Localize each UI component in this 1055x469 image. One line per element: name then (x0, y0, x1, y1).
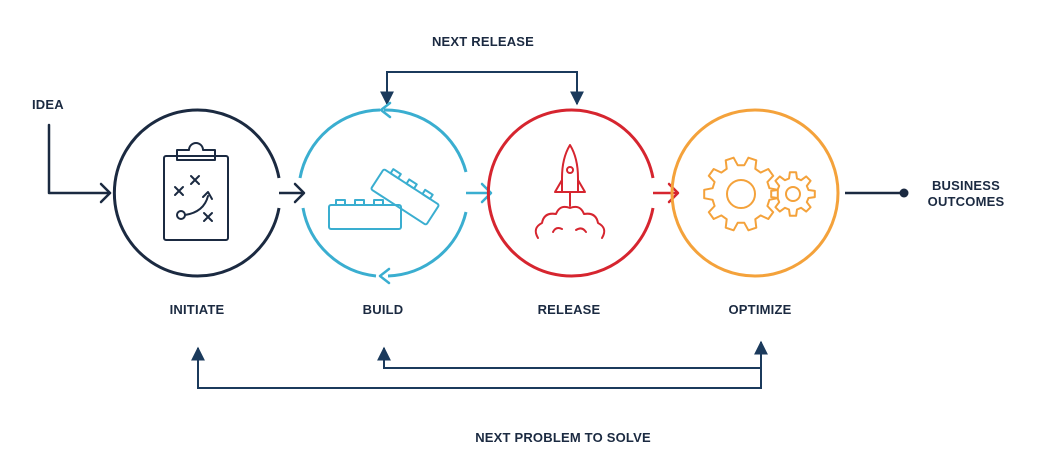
stage-label-optimize: OPTIMIZE (728, 302, 792, 317)
rocket-icon (534, 144, 606, 239)
next-problem-feedback-arrows (191, 340, 768, 389)
business-outcomes-line1: BUSINESS (931, 178, 1001, 193)
business-outcomes-connector (845, 188, 909, 198)
build-circle (298, 101, 493, 285)
idea-input-arrow (47, 123, 112, 204)
stage-label-initiate: INITIATE (169, 302, 225, 317)
next-problem-label: NEXT PROBLEM TO SOLVE (475, 430, 651, 445)
stage-label-release: RELEASE (537, 302, 601, 317)
next-release-loop-arrow (380, 71, 584, 106)
business-outcomes-line2: OUTCOMES (927, 194, 1005, 209)
clipboard-play-icon (163, 142, 229, 241)
gears-icon (703, 156, 816, 232)
building-blocks-icon (328, 168, 440, 230)
idea-label: IDEA (32, 97, 64, 112)
next-release-label: NEXT RELEASE (431, 34, 535, 49)
stage-label-build: BUILD (362, 302, 404, 317)
optimize-circle (670, 108, 840, 278)
initiate-circle (112, 108, 306, 278)
business-outcomes-label: BUSINESS OUTCOMES (928, 178, 1005, 210)
